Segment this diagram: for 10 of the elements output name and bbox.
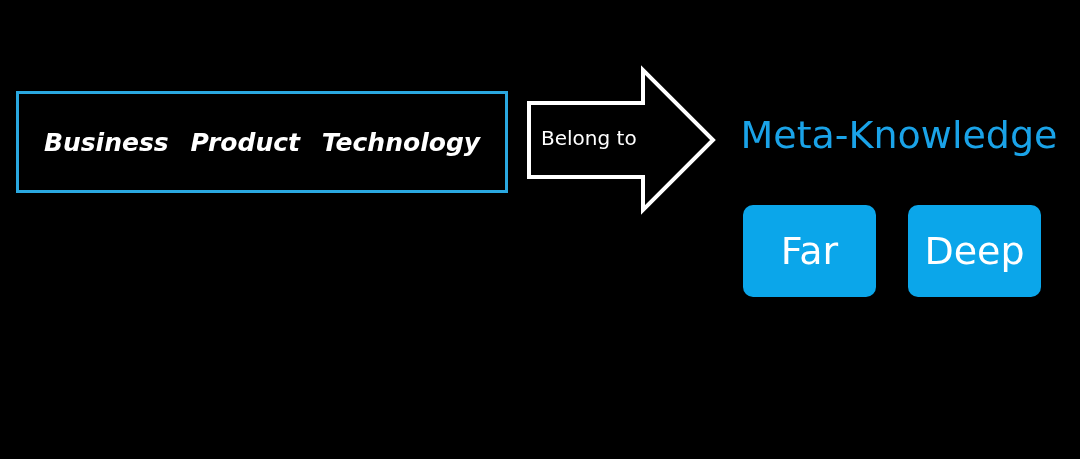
category-box xyxy=(16,91,508,193)
category-label: Product xyxy=(190,127,300,157)
category-label: Technology xyxy=(321,127,481,157)
concept-tile xyxy=(743,205,876,297)
concept-label: Deep xyxy=(924,229,1025,273)
category-label: Business xyxy=(43,127,169,157)
concept-tile xyxy=(908,205,1041,297)
block-arrow xyxy=(527,65,716,215)
heading-text: Meta-Knowledge xyxy=(740,113,1058,157)
concept-label: Far xyxy=(780,229,839,273)
